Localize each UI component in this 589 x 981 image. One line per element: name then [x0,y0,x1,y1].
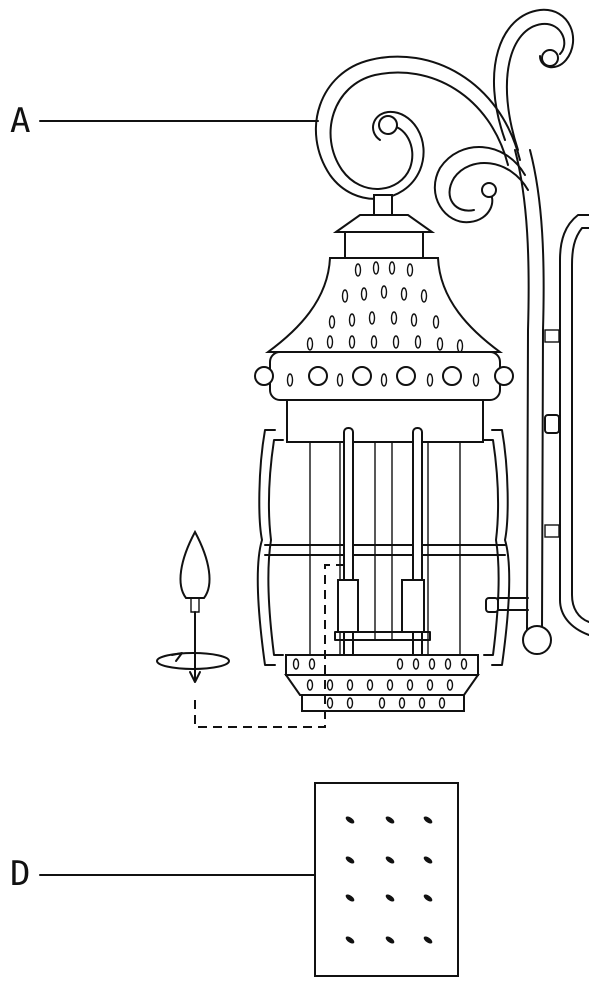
rotate-arrowhead-icon [171,652,183,662]
wall-backplate [544,214,589,636]
body-bottom-taper [284,674,480,696]
backplate-screw [544,414,560,434]
cap-roof [264,257,504,353]
scroll-top-inner [505,22,566,151]
candle-bulb-icon [179,529,211,599]
bulb-callout [156,529,348,728]
scroll-large-inner [329,71,509,190]
scroll-mid-knob [481,182,497,198]
lantern-cap [254,194,514,401]
cap-band [269,351,501,401]
label-d: D [10,854,30,894]
cage-left-inner [267,439,284,656]
scroll-large-outer [314,55,521,200]
mounting-plate-group [314,782,459,977]
rosette [494,366,514,386]
backplate-bracket-bottom [544,524,560,538]
candle-socket-left [337,579,359,633]
bulb-arrow-head-icon [189,671,201,683]
arm-finial-ball [522,625,552,655]
cage-left-outer [256,429,276,666]
backplate-inner [571,227,589,623]
scroll-mid-inner [448,162,529,212]
body-top-band [286,399,484,443]
cap-collar [344,231,424,259]
scroll-arm [314,8,575,655]
rosette [254,366,274,386]
rosette [308,366,328,386]
bulb-base [190,598,200,613]
body-side-screw [485,597,499,613]
backplate-bracket-top [544,329,560,343]
rosette [442,366,462,386]
scroll-top-knob [541,49,559,67]
cap-top [332,214,436,233]
label-a: A [10,101,30,141]
candle-cup [334,631,431,641]
mounting-plate [314,782,459,977]
cap-perforations [286,261,480,387]
scroll-mid-outer [433,146,526,224]
cage-right-inner [483,439,500,656]
plate-holes [345,816,433,944]
arm-right-edge [529,149,545,631]
dashed-install-path [194,564,348,728]
label-a-group: A [10,101,319,141]
rosette [396,366,416,386]
label-d-group: D [10,854,316,894]
backplate-outline [559,214,589,636]
candle-socket-right [401,579,425,633]
bottom-perforations [292,658,468,709]
rotate-arrow-icon [156,652,230,670]
rosette [352,366,372,386]
scroll-top-outer [493,8,575,141]
arm-left-edge [514,149,530,631]
scroll-large-knob [378,115,398,135]
cage-right-outer [491,429,511,666]
cap-stem [373,194,393,216]
lantern-body [256,399,511,712]
